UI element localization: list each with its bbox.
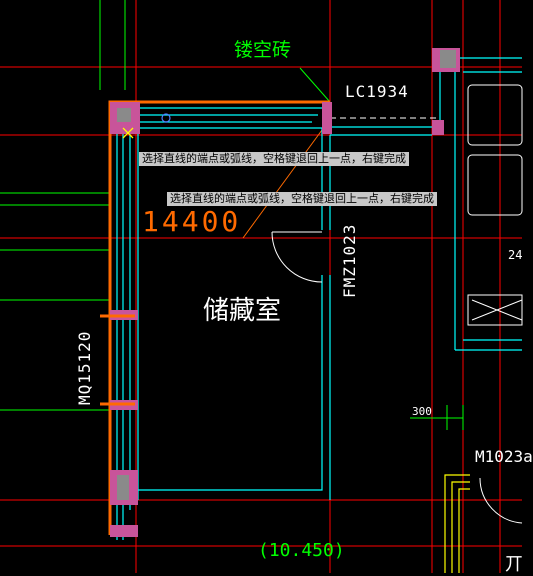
partial-right-label: 丌 — [505, 554, 523, 575]
window-tag-lc1934: LC1934 — [345, 82, 409, 101]
door-m1023a-swing — [479, 477, 523, 524]
door-fmz1023-swing — [271, 231, 323, 283]
snap-marker — [161, 113, 171, 123]
door-tag-m1023a: M1023a — [475, 447, 533, 466]
wall-mq15120-frame — [100, 314, 135, 406]
wall-tag-mq15120: MQ15120 — [75, 330, 94, 405]
command-prompt-tooltip-2: 选择直线的端点或弧线，空格键退回上一点，右键完成 — [167, 192, 437, 206]
room-name-label: 储藏室 — [203, 296, 282, 326]
door-m1023a-frame — [444, 474, 470, 573]
hollow-brick-label: 镂空砖 — [234, 39, 292, 61]
dimension-lines — [0, 0, 464, 430]
right-room-fixtures — [467, 84, 523, 326]
axis-grid — [0, 0, 522, 573]
length-dimension-label: 14400 — [142, 205, 242, 238]
wall-columns — [110, 48, 460, 537]
cad-canvas[interactable] — [0, 0, 523, 573]
cursor-crosshair-icon — [122, 127, 134, 139]
length-leader-line — [242, 129, 323, 239]
elevation-label: (10.450) — [258, 540, 345, 561]
storage-room-walls — [116, 57, 522, 540]
command-prompt-tooltip-1: 选择直线的端点或弧线，空格键退回上一点，右键完成 — [139, 152, 409, 166]
door-tag-fmz1023: FMZ1023 — [340, 223, 359, 298]
dimension-300-label: 300 — [412, 405, 432, 418]
dimension-24-label: 24 — [508, 248, 523, 262]
